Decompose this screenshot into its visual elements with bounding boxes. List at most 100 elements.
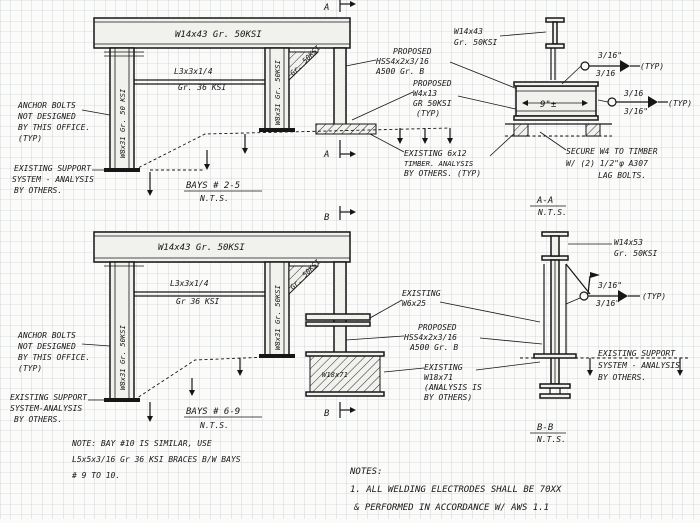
lower-right-column (264, 261, 290, 357)
upper-support-note-1: EXISTING SUPPORT (14, 164, 92, 173)
section-a-title: A-A (536, 196, 553, 206)
section-b-support-2: SYSTEM - ANALYSIS (598, 361, 680, 370)
general-notes-line-2: & PERFORMED IN ACCORDANCE W/ AWS 1.1 (353, 503, 549, 513)
section-a-beam-label-2: Gr. 50KSI (454, 38, 498, 47)
lower-w6-note-1: EXISTING (402, 289, 441, 298)
bay-note-line-3: # 9 TO 10. (71, 471, 120, 480)
bay-note-line-2: L5x5x3/16 Gr 36 KSI BRACES B/W BAYS (72, 455, 241, 464)
lower-support-note-1: EXISTING SUPPORT (10, 393, 88, 402)
upper-main-beam (93, 17, 351, 49)
upper-hss-note-2: HSS4x2x3/16 (375, 57, 429, 66)
upper-section-cut-bot: A (323, 150, 329, 160)
upper-anchor-note-1: ANCHOR BOLTS (17, 101, 76, 110)
upper-right-column-label: W8x31 Gr. 50KSI (273, 59, 282, 125)
lower-w18-note-3: (ANALYSIS IS (424, 383, 482, 392)
section-a-weld-low-2: 3/16" (623, 107, 648, 116)
upper-w4-note-4: (TYP) (416, 109, 440, 118)
lower-main-beam (93, 231, 351, 263)
section-a-weld-low-1: 3/16 (623, 89, 643, 98)
upper-support-note-3: BY OTHERS. (14, 186, 62, 195)
section-a-weld-top-2: 3/16 (595, 69, 615, 78)
lower-left-column-label: W8x31 Gr. 50KSI (118, 324, 127, 390)
upper-left-column-label: W8x31 Gr. 50 KSI (118, 88, 127, 158)
section-b-beam-label-2: Gr. 50KSI (614, 249, 658, 258)
section-b-title: B-B (537, 423, 554, 433)
upper-brace-label-1: L3x3x1/4 (174, 67, 213, 76)
lower-anchor-note-3: BY THIS OFFICE. (18, 353, 90, 362)
upper-elevation: W14x43 Gr. 50KSI W8x31 Gr. 50 KSI W8x31 … (12, 0, 521, 203)
section-b-weld-1: 3/16" (597, 281, 622, 290)
lower-anchor-note-4: (TYP) (18, 364, 42, 373)
section-b-support-1: EXISTING SUPPORT (598, 349, 676, 358)
lower-w6-note-2: W6x25 (402, 299, 426, 308)
upper-timber-note-2: TIMBER. ANALYSIS (404, 159, 474, 168)
lower-w18 (309, 355, 381, 393)
section-a-beam-label-1: W14x43 (454, 27, 483, 36)
bay-note-line-1: NOTE: BAY #10 IS SIMILAR, USE (71, 439, 212, 448)
section-a-a: W14x43 Gr. 50KSI 9"± 3/16" 3/16 (TYP) 3/… (454, 17, 692, 217)
section-b-typ: (TYP) (642, 292, 666, 301)
lower-support-note-2: SYSTEM-ANALYSIS (10, 404, 82, 413)
section-b-beam-label-1: W14x53 (614, 238, 643, 247)
general-notes-heading: NOTES: (349, 467, 383, 477)
section-a-weld-top-1: 3/16" (597, 51, 622, 60)
upper-beam-label: W14x43 Gr. 50KSI (175, 30, 262, 40)
lower-brace-label-2: Gr 36 KSI (176, 297, 220, 306)
lower-anchor-note-1: ANCHOR BOLTS (17, 331, 76, 340)
upper-gusset (288, 51, 320, 82)
section-a-typ-low: (TYP) (668, 99, 692, 108)
upper-timber (315, 123, 377, 135)
upper-timber-note-1: EXISTING 6x12 (404, 149, 467, 158)
lower-left-column (109, 261, 135, 401)
lower-hss-note-3: A500 Gr. B (409, 343, 458, 352)
lower-section-cut-top: B (324, 213, 330, 223)
lower-right-column-label: W8x31 Gr. 50KSI (273, 284, 282, 350)
upper-hss-note-3: A500 Gr. B (375, 67, 424, 76)
lower-elevation: W14x43 Gr. 50KSI W8x31 Gr. 50KSI W8x31 G… (10, 206, 543, 430)
section-b-nts: N.T.S. (536, 435, 566, 444)
upper-hss-post (333, 47, 347, 129)
lower-support-note-3: BY OTHERS. (14, 415, 62, 424)
lower-section-cut-bot: B (324, 409, 330, 419)
upper-nts: N.T.S. (199, 194, 229, 203)
section-b-support-3: BY OTHERS. (598, 373, 646, 382)
lower-gusset (288, 265, 320, 296)
section-a-nts: N.T.S. (537, 208, 567, 217)
general-notes-line-1: 1. ALL WELDING ELECTRODES SHALL BE 70XX (350, 485, 562, 495)
section-b-weld-2: 3/16" (595, 299, 620, 308)
section-a-secure-3: LAG BOLTS. (598, 171, 646, 180)
lower-hss-note-1: PROPOSED (418, 323, 457, 332)
lower-w18-note-4: BY OTHERS) (424, 393, 472, 402)
upper-w4-note-2: W4x13 (413, 89, 437, 98)
upper-w4-note-1: PROPOSED (413, 79, 452, 88)
lower-brace-label-1: L3x3x1/4 (170, 279, 209, 288)
upper-support-note-2: SYSTEM - ANALYSIS (12, 175, 94, 184)
lower-bays-label: BAYS # 6-9 (186, 407, 240, 417)
lower-w18-note-2: W18x71 (424, 373, 453, 382)
upper-brace-label-2: Gr. 36 KSI (178, 83, 226, 92)
upper-anchor-note-2: NOT DESIGNED (17, 112, 76, 121)
upper-timber-note-3: BY OTHERS. (TYP) (404, 169, 481, 178)
lower-hss-note-2: HSS4x2x3/16 (403, 333, 457, 342)
section-b-b: W14x53 Gr. 50KSI 3/16" 3/16" (TYP) EXIST… (520, 231, 690, 444)
lower-w6 (305, 313, 371, 321)
upper-section-cut-top: A (323, 3, 329, 13)
upper-anchor-note-3: BY THIS OFFICE. (18, 123, 90, 132)
upper-hss-note-1: PROPOSED (393, 47, 432, 56)
upper-w4-note-3: GR 50KSI (413, 99, 452, 108)
upper-bays-label: BAYS # 2-5 (186, 181, 240, 191)
section-a-secure-2: W/ (2) 1/2"φ A307 (566, 159, 648, 168)
lower-w18-beam-text: W18x71 (322, 370, 348, 379)
upper-anchor-note-4: (TYP) (18, 134, 42, 143)
lower-w18-note-1: EXISTING (424, 363, 463, 372)
section-a-dim: 9"± (540, 100, 557, 110)
lower-nts: N.T.S. (199, 421, 229, 430)
section-a-secure-1: SECURE W4 TO TIMBER (566, 147, 658, 156)
general-notes: NOTES: 1. ALL WELDING ELECTRODES SHALL B… (349, 467, 562, 513)
section-a-typ-top: (TYP) (640, 62, 664, 71)
lower-beam-label: W14x43 Gr. 50KSI (158, 243, 245, 253)
lower-anchor-note-2: NOT DESIGNED (17, 342, 76, 351)
bay-note: NOTE: BAY #10 IS SIMILAR, USE L5x5x3/16 … (71, 439, 241, 480)
